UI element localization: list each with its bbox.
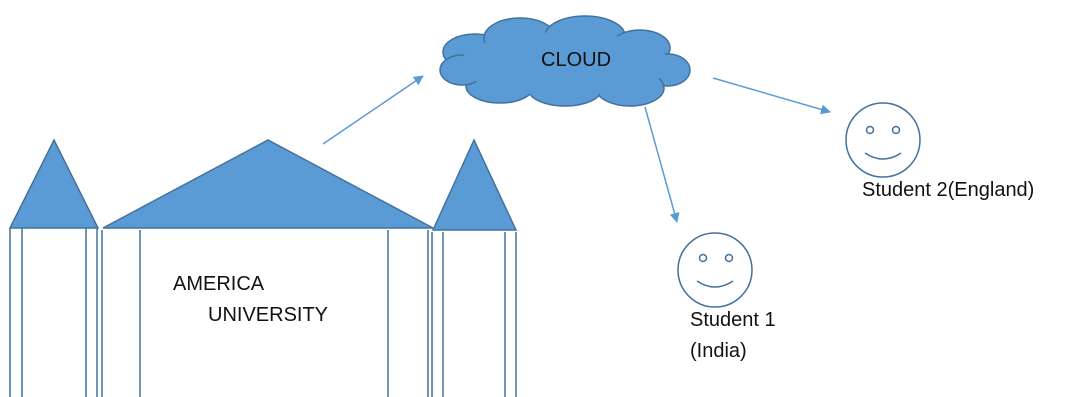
building-label-line1: AMERICA: [173, 273, 265, 295]
cloud-core: [460, 32, 670, 96]
student-1-label-line2: (India): [690, 340, 747, 362]
arrows: [322, 75, 831, 223]
arrow-cloud-to-student1: [644, 106, 680, 223]
arrow-cloud-to-student2: [712, 77, 831, 115]
university-building-icon: [8, 138, 518, 231]
right-tower-roof: [431, 138, 518, 231]
arrow-building-to-cloud: [322, 75, 424, 145]
student-2-label: Student 2(England): [862, 179, 1035, 201]
student-1-smiley-face-icon: [677, 232, 753, 308]
building-label-line2: UNIVERSITY: [208, 304, 329, 326]
building-walls: [9, 228, 517, 397]
left-tower-roof: [8, 138, 100, 229]
cloud-label: CLOUD: [541, 49, 612, 71]
student-1-label-line1: Student 1: [690, 309, 776, 331]
main-roof: [102, 139, 434, 229]
student-2-smiley-face-icon: [845, 102, 921, 178]
